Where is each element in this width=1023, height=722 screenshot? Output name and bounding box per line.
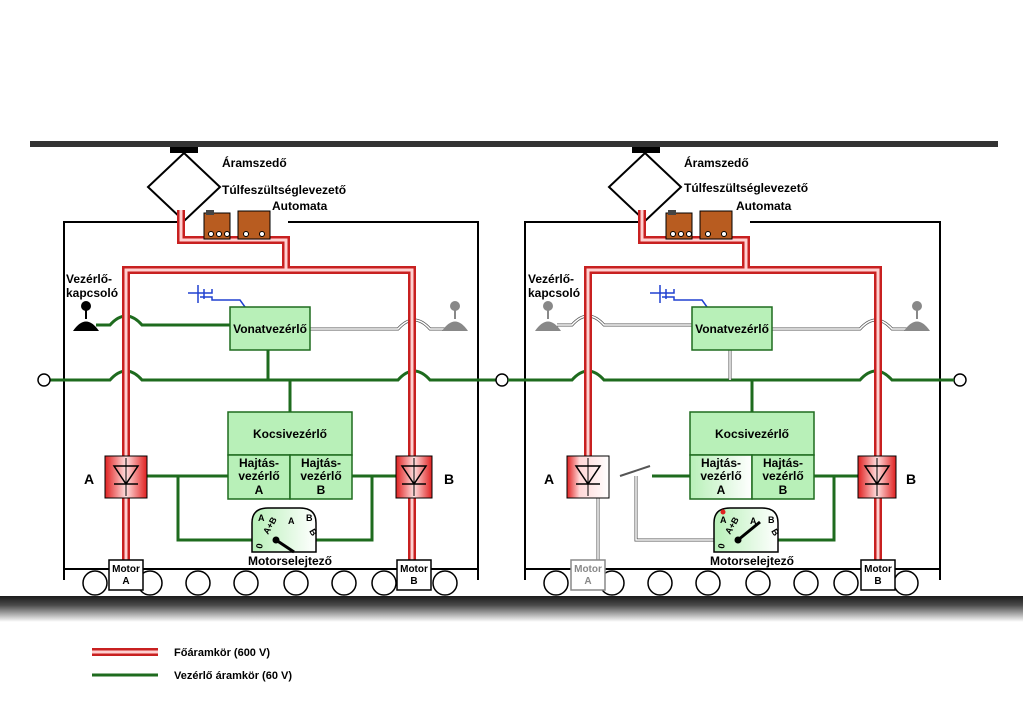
svg-text:Kocsivezérlő: Kocsivezérlő	[715, 427, 789, 441]
master-controller-left-icon	[73, 301, 99, 331]
svg-text:Hajtás-: Hajtás-	[763, 456, 803, 470]
master-controller-right-icon-2	[904, 301, 930, 331]
svg-text:Áramszedő: Áramszedő	[684, 155, 749, 170]
pantograph-label: Áramszedő	[222, 155, 287, 170]
svg-text:Motor: Motor	[112, 564, 140, 575]
svg-text:Motorselejtező: Motorselejtező	[710, 554, 794, 568]
drive-controller-b-box-2	[751, 454, 815, 500]
svg-text:kapcsoló: kapcsoló	[528, 286, 580, 300]
master-controller-label-1: Vezérlő-	[66, 272, 112, 286]
catenary-wire	[30, 141, 998, 147]
svg-text:B: B	[410, 576, 417, 587]
train-controller-label: Vonatvezérlő	[233, 322, 307, 336]
master-controller-right-icon	[442, 301, 468, 331]
ground-rail	[0, 596, 1023, 622]
svg-text:A: A	[584, 576, 591, 587]
legend: Főáramkör (600 V) Vezérlő áramkör (60 V)	[92, 647, 292, 682]
svg-text:Túlfeszültséglevezető: Túlfeszültséglevezető	[684, 181, 808, 195]
svg-text:A: A	[750, 516, 757, 526]
car-body-outline	[63, 221, 479, 580]
svg-text:A: A	[255, 483, 264, 497]
motor-b-box-2: Motor B	[860, 559, 896, 591]
svg-text:B: B	[874, 576, 881, 587]
control-circuit-lines	[44, 314, 500, 542]
car-2: Áramszedő Túlfeszültséglevezető Automata…	[508, 147, 954, 596]
breaker-label: Automata	[272, 199, 328, 213]
car-controller-box	[227, 411, 353, 456]
surge-arrester-icon-2	[665, 210, 693, 240]
svg-text:B: B	[768, 515, 775, 525]
svg-text:A: A	[288, 516, 295, 526]
train-controller-box	[229, 306, 311, 351]
drive-controller-b-box	[289, 454, 353, 500]
car-1-wheels	[82, 570, 458, 596]
svg-text:B: B	[317, 483, 326, 497]
breaker-icon	[237, 210, 271, 240]
svg-text:Vezérlő-: Vezérlő-	[528, 272, 574, 286]
inverter-a-icon-2	[566, 455, 610, 499]
svg-text:Motor: Motor	[864, 564, 892, 575]
svg-text:B: B	[906, 471, 916, 487]
breaker-icon-2	[699, 210, 733, 240]
car-controller-label: Kocsivezérlő	[253, 427, 327, 441]
svg-text:vezérlő: vezérlő	[700, 469, 741, 483]
svg-text:0: 0	[254, 543, 265, 550]
svg-text:B: B	[779, 483, 788, 497]
motor-selector-dial-icon: A B A A+B 0 B	[251, 507, 319, 554]
surge-arrester-icon	[203, 210, 231, 240]
inverter-a-icon	[104, 455, 148, 499]
svg-text:A: A	[258, 513, 265, 523]
car-1: Áramszedő Túlfeszültséglevezető Automata…	[44, 147, 500, 596]
svg-text:A: A	[720, 515, 727, 525]
svg-text:Hajtás-: Hajtás-	[301, 456, 341, 470]
svg-text:Hajtás-: Hajtás-	[701, 456, 741, 470]
pantograph-shoe-2	[632, 147, 660, 153]
master-controller-label-2: kapcsoló	[66, 286, 118, 300]
svg-text:vezérlő: vezérlő	[238, 469, 279, 483]
train-line-couplers	[37, 373, 967, 387]
pantograph-shoe	[170, 147, 198, 153]
svg-text:B: B	[307, 527, 319, 538]
surge-arrester-label: Túlfeszültséglevezető	[222, 183, 346, 197]
car-controller-box-2	[689, 411, 815, 456]
inverter-b-icon-2	[857, 455, 897, 499]
svg-text:A: A	[122, 576, 129, 587]
motor-selector-dial-icon-2: A B A A+B 0 B	[713, 507, 781, 553]
svg-text:B: B	[769, 527, 781, 538]
motor-selector-label: Motorselejtező	[248, 554, 332, 568]
svg-text:A: A	[717, 483, 726, 497]
svg-text:Hajtás-: Hajtás-	[239, 456, 279, 470]
svg-text:Automata: Automata	[736, 199, 792, 213]
svg-text:0: 0	[716, 543, 727, 550]
drive-controller-a-box	[227, 454, 291, 500]
motor-a-box-2: Motor A	[570, 559, 606, 591]
svg-text:A: A	[84, 471, 94, 487]
inverter-b-icon	[395, 455, 433, 499]
svg-text:B: B	[306, 513, 313, 523]
svg-text:Motor: Motor	[400, 564, 428, 575]
motor-a-box: Motor A	[108, 559, 144, 591]
svg-text:vezérlő: vezérlő	[762, 469, 803, 483]
legend-control-label: Vezérlő áramkör (60 V)	[174, 670, 292, 682]
master-controller-left-icon-2	[535, 301, 561, 331]
legend-main-label: Főáramkör (600 V)	[174, 647, 270, 659]
train-controller-box-2	[691, 306, 773, 351]
svg-text:Vonatvezérlő: Vonatvezérlő	[695, 322, 769, 336]
svg-text:B: B	[444, 471, 454, 487]
svg-text:vezérlő: vezérlő	[300, 469, 341, 483]
svg-text:A: A	[544, 471, 554, 487]
svg-text:Motor: Motor	[574, 564, 602, 575]
motor-b-box: Motor B	[396, 559, 432, 591]
